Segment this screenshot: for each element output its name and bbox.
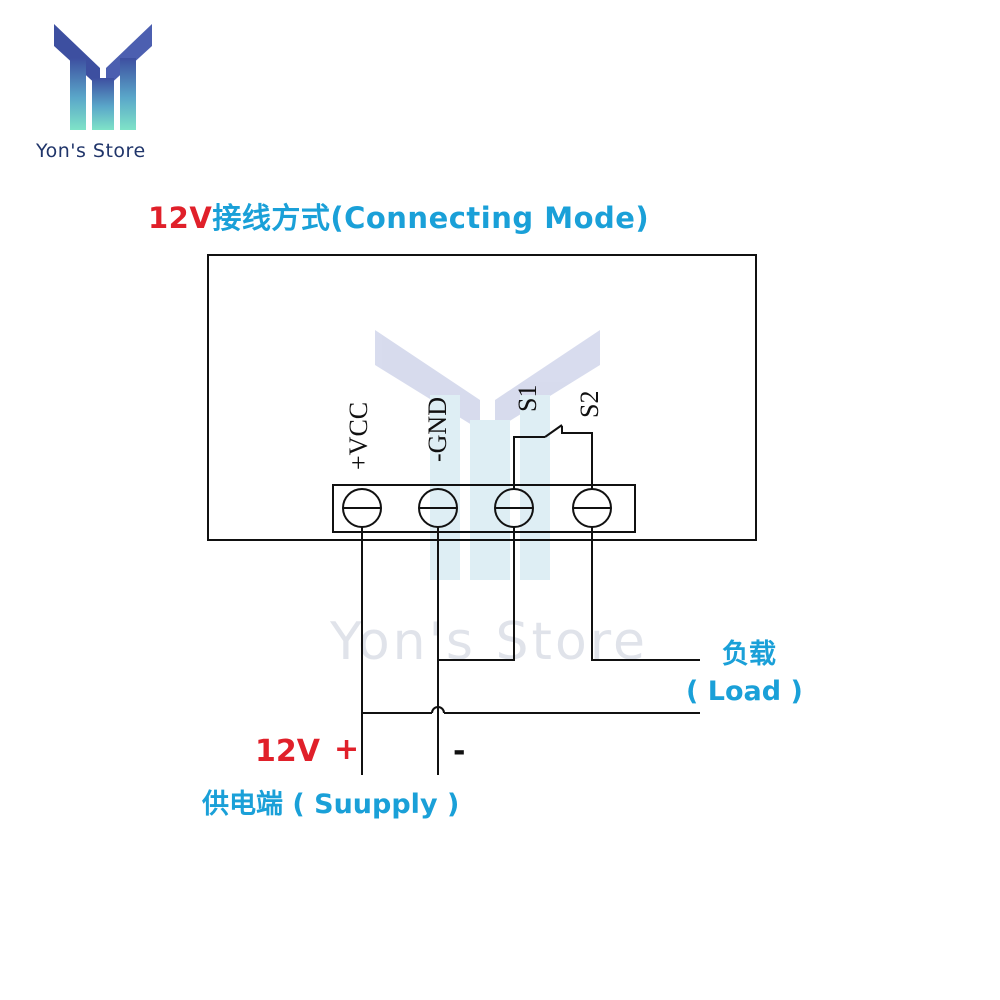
title-text: 接线方式(Connecting Mode) [212,201,650,235]
title-voltage: 12V [148,201,213,235]
store-logo-icon [54,24,152,130]
brand-name: Yon's Store [36,140,146,162]
diagram-title: 12V接线方式(Connecting Mode) [148,195,649,237]
terminal-screw-s1 [494,488,534,528]
supply-minus: - [453,734,466,769]
watermark-logo-icon [375,330,600,580]
load-label-cn: 负载 [722,639,776,670]
wire-vcc [361,527,700,775]
terminal-screw-vcc [342,488,382,528]
terminal-screw-s2 [572,488,612,528]
pin-label-s2: S2 [575,391,604,418]
pin-label-vcc: +VCC [344,402,373,470]
terminal-block [332,484,636,533]
load-label-en: ( Load ) [686,676,803,707]
pin-label-s1: S1 [513,385,542,412]
supply-label: 供电端 ( Suupply ) [202,789,460,820]
wire-s2 [591,527,700,661]
supply-plus: + [334,732,360,767]
wire-s1 [438,527,515,661]
relay-switch [513,424,593,489]
supply-voltage: 12V [255,734,320,769]
module-body [207,254,757,541]
pin-label-gnd: -GND [423,397,452,462]
